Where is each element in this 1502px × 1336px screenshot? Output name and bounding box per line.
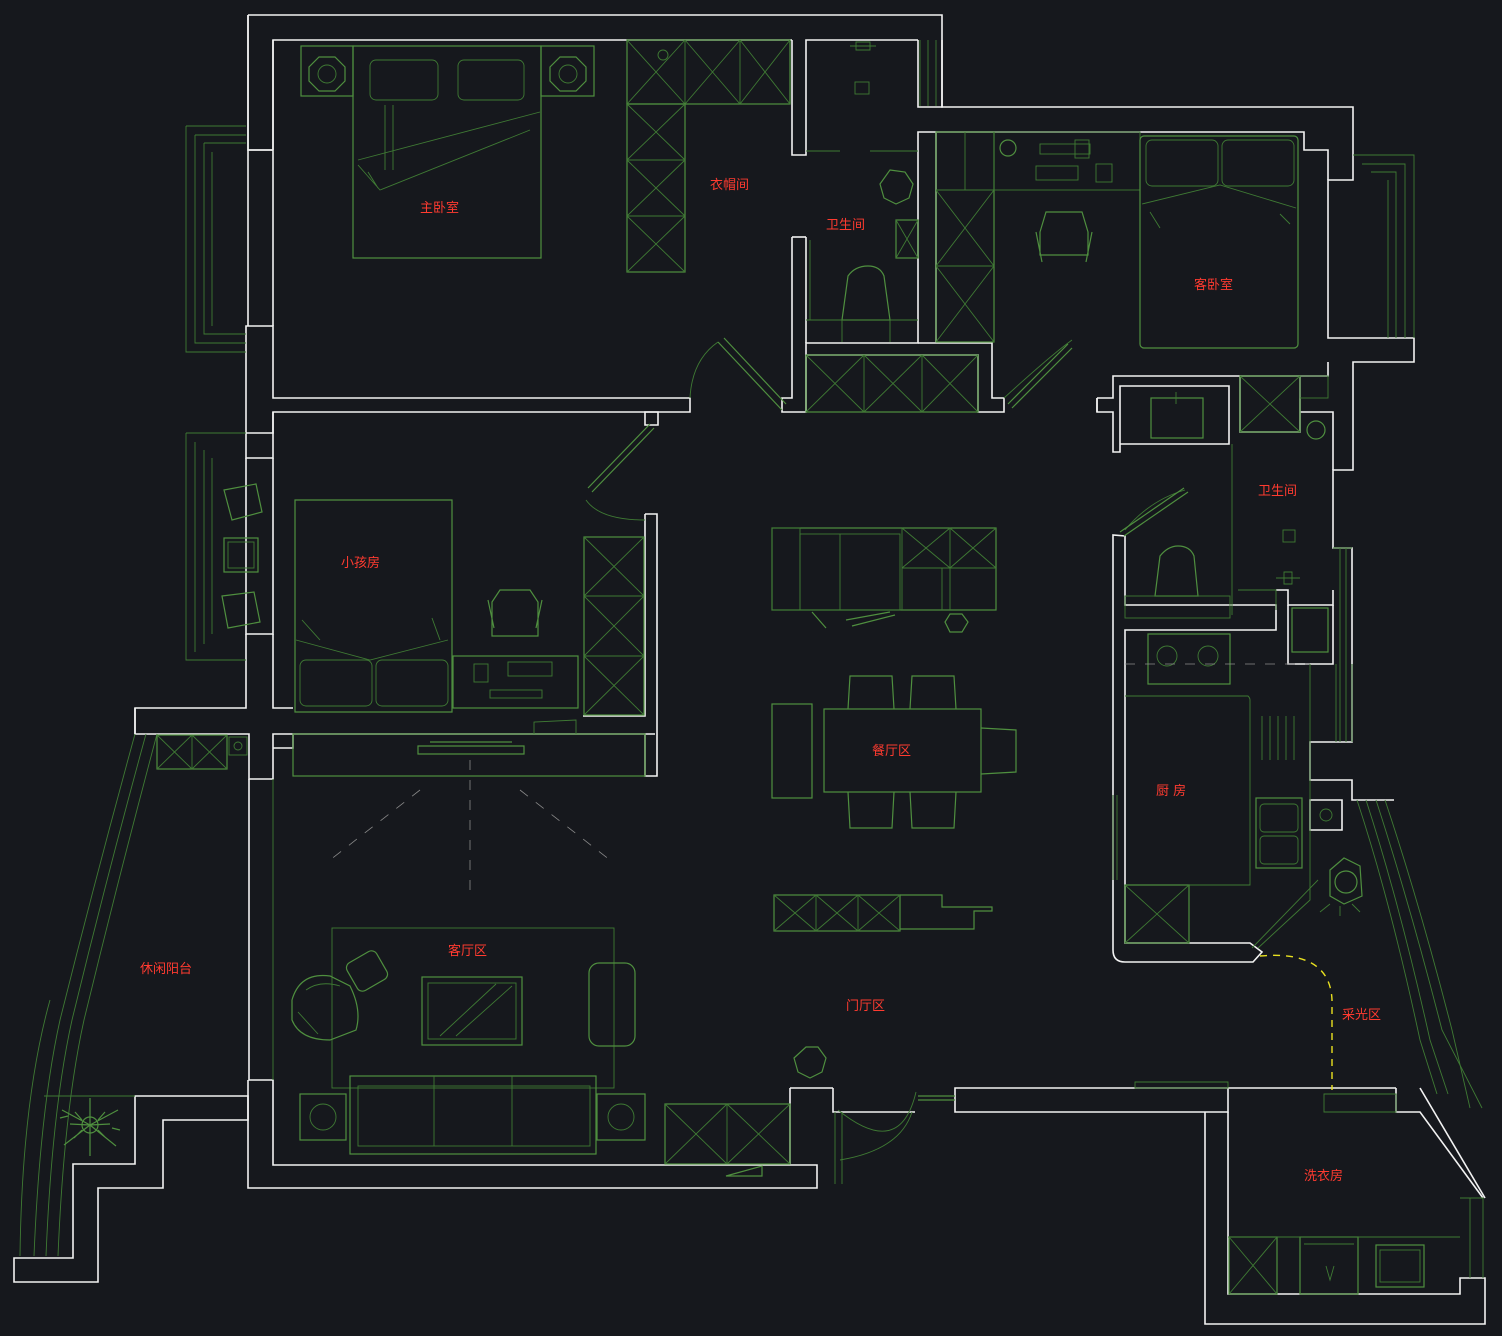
tv-cabinet — [292, 733, 646, 777]
dining-chair — [847, 675, 895, 710]
desk-chair — [1035, 211, 1093, 263]
side-table — [345, 950, 389, 992]
console — [771, 703, 813, 799]
keyboard — [1035, 165, 1079, 181]
burner — [1197, 645, 1219, 667]
walkway-path — [1259, 954, 1333, 1090]
lamp-icon — [999, 139, 1017, 157]
dryer — [1375, 1244, 1425, 1288]
pillow — [1145, 139, 1219, 187]
laundry: 洗衣房 — [1228, 1168, 1460, 1295]
pillow — [1221, 139, 1295, 187]
desk — [452, 655, 579, 709]
living-area: 客厅区 — [272, 719, 827, 1177]
armchair — [291, 974, 359, 1041]
windows — [19, 40, 1484, 1278]
label-entrance: 门厅区 — [846, 999, 885, 1014]
guest-bedroom: 客卧室 — [935, 131, 1299, 409]
lamp-icon — [309, 1103, 337, 1131]
wardrobe — [583, 536, 645, 716]
label-living: 客厅区 — [448, 943, 487, 959]
lamp-icon — [607, 1103, 635, 1131]
label-small-bedroom: 小孩房 — [341, 555, 380, 571]
lamp-icon — [549, 56, 587, 92]
dining-chair — [909, 675, 957, 710]
pillow — [375, 659, 449, 707]
double-bed — [352, 45, 542, 259]
tv-icon — [417, 741, 525, 755]
service-area: 采光区 — [1251, 808, 1381, 1090]
armchair — [221, 591, 261, 629]
plant-icon — [793, 1046, 827, 1079]
label-guest-bedroom: 客卧室 — [1194, 277, 1233, 293]
wardrobe — [626, 39, 791, 105]
label-service-area: 采光区 — [1342, 1008, 1381, 1023]
dining-area: 餐厅区 — [771, 527, 1017, 829]
entry-cabinet — [773, 894, 901, 932]
label-bathroom-1: 卫生间 — [826, 218, 865, 233]
label-kitchen: 厨 房 — [1156, 783, 1186, 799]
armchair — [223, 483, 263, 521]
label-laundry: 洗衣房 — [1304, 1168, 1343, 1184]
corridor-cabinets — [805, 354, 979, 413]
washing-machine — [1299, 1236, 1359, 1295]
side-table — [223, 537, 259, 573]
sofa — [349, 1075, 597, 1155]
dining-table — [823, 708, 982, 793]
plant-icon — [59, 1098, 121, 1156]
fridge — [1124, 884, 1190, 944]
bathroom-2: 卫生间 — [1119, 375, 1329, 653]
pillow — [457, 59, 525, 101]
cabinet — [1239, 375, 1301, 433]
rug — [331, 927, 615, 1089]
burner — [1156, 645, 1178, 667]
small-bedroom: 小孩房 — [221, 423, 655, 716]
bed — [294, 499, 453, 713]
side-table — [596, 1093, 646, 1141]
kitchen: 厨 房 — [1124, 633, 1311, 949]
entrance-area: 门厅区 — [773, 894, 993, 1161]
double-sink — [1255, 797, 1303, 869]
stove — [1147, 633, 1231, 685]
ottoman — [588, 962, 636, 1047]
toilet-icon — [1154, 545, 1199, 597]
plant-icon — [1329, 857, 1363, 905]
pillow — [369, 59, 439, 101]
dining-chair — [980, 727, 1017, 775]
washbasin — [1291, 607, 1329, 653]
leisure-balcony: 休闲阳台 — [44, 734, 248, 1156]
cabinet — [895, 219, 919, 259]
coffee-table — [421, 976, 523, 1046]
double-bed — [1139, 135, 1299, 349]
label-leisure-balcony: 休闲阳台 — [140, 962, 192, 977]
sideboard — [771, 527, 997, 611]
shoe-cabinet — [664, 1103, 791, 1165]
shower-icon — [879, 169, 914, 205]
sink-icon — [1150, 397, 1204, 439]
keyboard — [507, 661, 553, 677]
label-master-bedroom: 主卧室 — [420, 200, 459, 216]
master-bedroom: 主卧室 衣帽间 — [300, 39, 791, 411]
dining-chair — [847, 791, 895, 829]
desk-chair — [487, 589, 543, 637]
pillow — [299, 659, 373, 707]
walls — [13, 14, 1486, 1325]
wardrobe-column — [626, 103, 686, 273]
bathroom-1: 卫生间 — [806, 41, 919, 342]
label-bathroom-2: 卫生间 — [1258, 484, 1297, 499]
side-table — [299, 1093, 347, 1141]
label-cloakroom: 衣帽间 — [710, 177, 749, 193]
label-dining: 餐厅区 — [872, 743, 911, 759]
dining-chair — [909, 791, 957, 829]
toilet-icon — [841, 265, 891, 321]
lamp-icon — [308, 56, 346, 92]
